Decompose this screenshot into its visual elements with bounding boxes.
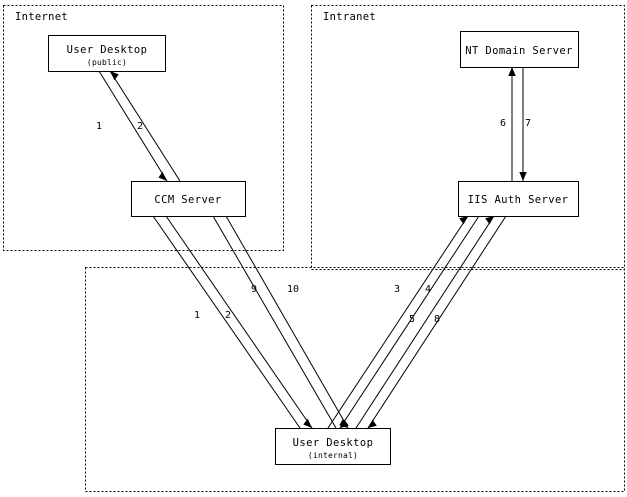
step-label-9: 9 [251, 284, 257, 295]
node-title-nt-domain-server: NT Domain Server [465, 45, 573, 57]
arrow-head-flow-8 [368, 419, 377, 428]
flow-step-labels: 1 2 1 2 3 4 5 6 7 8 9 10 [96, 118, 531, 325]
node-ccm-server[interactable]: CCM Server [130, 180, 247, 218]
step-label-2-internal: 2 [225, 310, 231, 321]
step-label-1-internal: 1 [194, 310, 200, 321]
arrow-head-flow-1 [158, 171, 167, 181]
arrow-head-flow-2b [303, 418, 312, 428]
node-box-iis-auth-server[interactable] [457, 180, 580, 218]
node-subtitle-user-desktop-internal: (internal) [308, 451, 358, 460]
node-box-nt-domain-server[interactable] [459, 30, 580, 69]
step-label-2-public: 2 [137, 121, 143, 132]
flow-8-iis-to-internal [367, 215, 507, 429]
node-nt-domain-server[interactable]: NT Domain Server [459, 30, 580, 69]
zone-internet-label: Internet [15, 11, 68, 23]
arrow-head-flow-6 [508, 67, 516, 76]
node-user-desktop-internal[interactable]: User Desktop (internal) [274, 427, 392, 466]
node-box-user-desktop-public[interactable] [47, 34, 167, 73]
flow-3-internal-to-iis [327, 215, 469, 429]
arrow-head-flow-5 [485, 216, 494, 225]
zone-internal-boundary [85, 267, 625, 492]
node-title-user-desktop-internal: User Desktop [293, 437, 374, 449]
zone-intranet: Intranet [311, 5, 625, 270]
flow-4-iis-to-internal [339, 215, 480, 429]
flow-7-nt-to-iis [519, 67, 527, 181]
step-label-5: 5 [409, 314, 415, 325]
zone-internet: Internet [3, 5, 284, 251]
flow-9-internal-to-ccm [212, 206, 337, 429]
step-label-4: 4 [425, 284, 431, 295]
flow-10-ccm-to-internal [225, 215, 349, 429]
step-label-10: 10 [287, 284, 299, 295]
arrow-head-flow-4 [340, 419, 349, 428]
step-label-3: 3 [394, 284, 400, 295]
step-label-6: 6 [500, 118, 506, 129]
zone-intranet-label: Intranet [323, 11, 376, 23]
node-title-ccm-server: CCM Server [154, 194, 221, 206]
flow-5-internal-to-iis [355, 215, 495, 429]
node-title-iis-auth-server: IIS Auth Server [468, 194, 569, 206]
node-box-ccm-server[interactable] [130, 180, 247, 218]
node-iis-auth-server[interactable]: IIS Auth Server [457, 180, 580, 218]
step-label-8: 8 [434, 314, 440, 325]
arrow-head-flow-7 [519, 172, 527, 181]
step-label-1-public: 1 [96, 121, 102, 132]
node-subtitle-user-desktop-public: (public) [87, 58, 127, 67]
flow-2-ccm-to-internal [165, 215, 313, 429]
arrow-head-flow-2 [110, 71, 119, 81]
flow-1-public-to-ccm [98, 70, 168, 182]
node-title-user-desktop-public: User Desktop [67, 44, 148, 56]
step-label-7: 7 [525, 118, 531, 129]
node-user-desktop-public[interactable]: User Desktop (public) [47, 34, 167, 73]
zone-internet-boundary [3, 5, 284, 251]
zone-intranet-boundary [311, 5, 625, 270]
zone-internal-network [85, 267, 625, 492]
flow-2-ccm-to-public [109, 70, 181, 182]
flow-6-iis-to-nt [508, 67, 516, 181]
flow-lines [98, 67, 527, 429]
node-box-user-desktop-internal[interactable] [274, 427, 392, 466]
arrow-head-flow-3 [459, 216, 468, 225]
